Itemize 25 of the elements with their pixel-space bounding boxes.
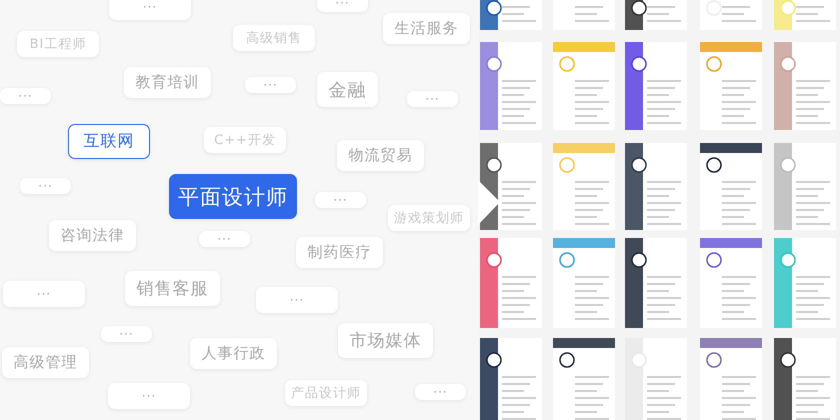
tag-chip: 高级管理 bbox=[2, 347, 89, 378]
active-tag-chip: 平面设计师 bbox=[169, 174, 297, 219]
tag-chip: ··· bbox=[317, 0, 368, 12]
tag-chip: ··· bbox=[109, 0, 191, 20]
tag-chip: 销售客服 bbox=[125, 271, 220, 306]
tag-chip: ··· bbox=[3, 281, 85, 307]
tag-chip: 金融 bbox=[317, 72, 378, 107]
tag-chip: 咨询法律 bbox=[49, 220, 136, 251]
tag-chip: 生活服务 bbox=[383, 13, 470, 44]
tag-chip: 制药医疗 bbox=[296, 237, 383, 268]
selected-tag-chip: 互联网 bbox=[68, 124, 150, 159]
tag-chip: ··· bbox=[199, 231, 250, 247]
tag-chip: ··· bbox=[407, 91, 458, 107]
tag-chip: ··· bbox=[245, 77, 296, 93]
tag-chip: ··· bbox=[256, 287, 338, 313]
tag-chip: ··· bbox=[315, 192, 366, 208]
tag-chip: ··· bbox=[415, 384, 466, 400]
tag-chip: 教育培训 bbox=[124, 67, 211, 98]
tag-chip: ··· bbox=[101, 326, 152, 342]
tag-chip: 人事行政 bbox=[190, 338, 277, 369]
tag-chip: 物流贸易 bbox=[337, 140, 424, 171]
tag-chip: ··· bbox=[108, 383, 190, 409]
tag-chip: ··· bbox=[0, 88, 51, 104]
tag-chip: 市场媒体 bbox=[338, 323, 433, 358]
tag-chip: ··· bbox=[20, 178, 71, 194]
